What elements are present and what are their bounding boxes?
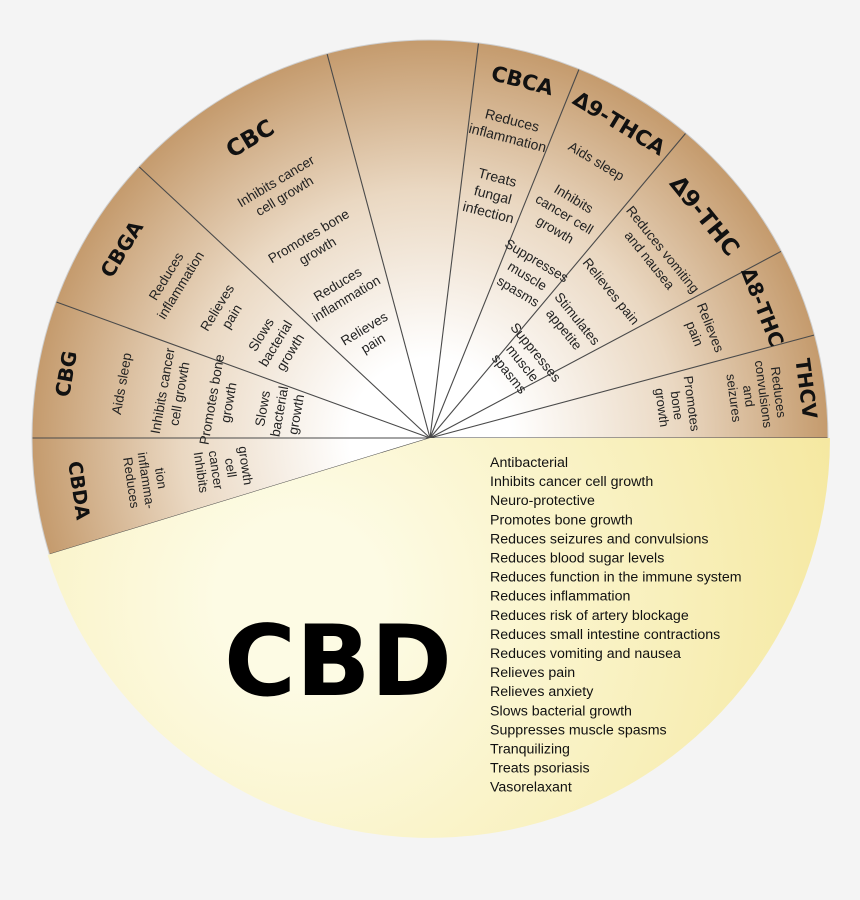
cbd-item: Relieves pain bbox=[490, 665, 575, 681]
segment-item-cbda: growth bbox=[235, 445, 256, 486]
segment-blank bbox=[327, 40, 479, 438]
segment-item-cbda: tion bbox=[152, 467, 170, 490]
segment-item-cbda: cancer bbox=[206, 450, 227, 491]
cbd-item: Tranquilizing bbox=[490, 742, 570, 758]
cbd-item: Inhibits cancer cell growth bbox=[490, 474, 653, 490]
segment-divider bbox=[429, 334, 815, 439]
segment-item-thcv: Reduces bbox=[768, 366, 790, 419]
segment-item-cbda: Inhibits bbox=[191, 451, 212, 494]
segment-divider bbox=[326, 53, 431, 439]
segment-item-thcv: growth bbox=[652, 387, 672, 428]
segment-cbga bbox=[56, 166, 430, 438]
cbd-item: Antibacterial bbox=[490, 455, 568, 471]
segment-divider bbox=[55, 301, 431, 439]
segment-cbc bbox=[138, 53, 430, 438]
segment-divider bbox=[429, 132, 687, 439]
segment-item-thcv: bone bbox=[668, 390, 687, 421]
segment-cbca bbox=[430, 43, 580, 438]
cbd-item: Reduces function in the immune system bbox=[490, 570, 742, 586]
segment-item-thcv: and bbox=[740, 384, 758, 407]
segment-item-cbda: cell bbox=[222, 457, 240, 479]
cbd-item: Suppresses muscle spasms bbox=[490, 722, 667, 738]
cbd-item: Reduces risk of artery blockage bbox=[490, 608, 689, 624]
segment-cbd bbox=[47, 438, 830, 838]
cbd-item: Vasorelaxant bbox=[490, 780, 572, 796]
segment-cbda bbox=[32, 438, 430, 555]
cbd-item: Promotes bone growth bbox=[490, 512, 633, 528]
segment-item-cbg: growth bbox=[218, 381, 240, 424]
segment-divider bbox=[138, 166, 431, 439]
segments-layer bbox=[32, 40, 828, 555]
cbd-item: Slows bacterial growth bbox=[490, 703, 632, 719]
cbd-item: Treats psoriasis bbox=[490, 761, 590, 777]
cbd-item: Relieves anxiety bbox=[490, 684, 594, 700]
cbd-item: Reduces inflammation bbox=[490, 589, 630, 605]
segment-d9thca bbox=[430, 69, 686, 438]
segment-divider bbox=[429, 68, 580, 439]
segment-d9thc bbox=[430, 133, 782, 438]
segment-item-cbg: Slows bbox=[252, 389, 273, 427]
segment-divider bbox=[429, 42, 480, 439]
segment-item-thcv: seizures bbox=[723, 373, 744, 423]
segment-item-thcv: Promotes bbox=[681, 375, 703, 433]
segment-divider bbox=[429, 250, 782, 439]
segment-d8thc bbox=[430, 251, 815, 438]
cbd-item: Reduces blood sugar levels bbox=[490, 551, 664, 567]
segment-thcv bbox=[430, 335, 828, 438]
cbd-item: Reduces small intestine contractions bbox=[490, 627, 720, 643]
segment-labels-thcv: THCVReducesconvulsionsandseizuresPromote… bbox=[652, 357, 822, 433]
cbd-item: Neuro-protective bbox=[490, 493, 595, 509]
cbd-item: Reduces seizures and convulsions bbox=[490, 531, 708, 547]
segment-cbg bbox=[32, 301, 430, 438]
cbd-item: Reduces vomiting and nausea bbox=[490, 646, 681, 662]
cbd-title: CBD bbox=[224, 605, 452, 719]
segment-item-cbg: growth bbox=[285, 393, 307, 436]
